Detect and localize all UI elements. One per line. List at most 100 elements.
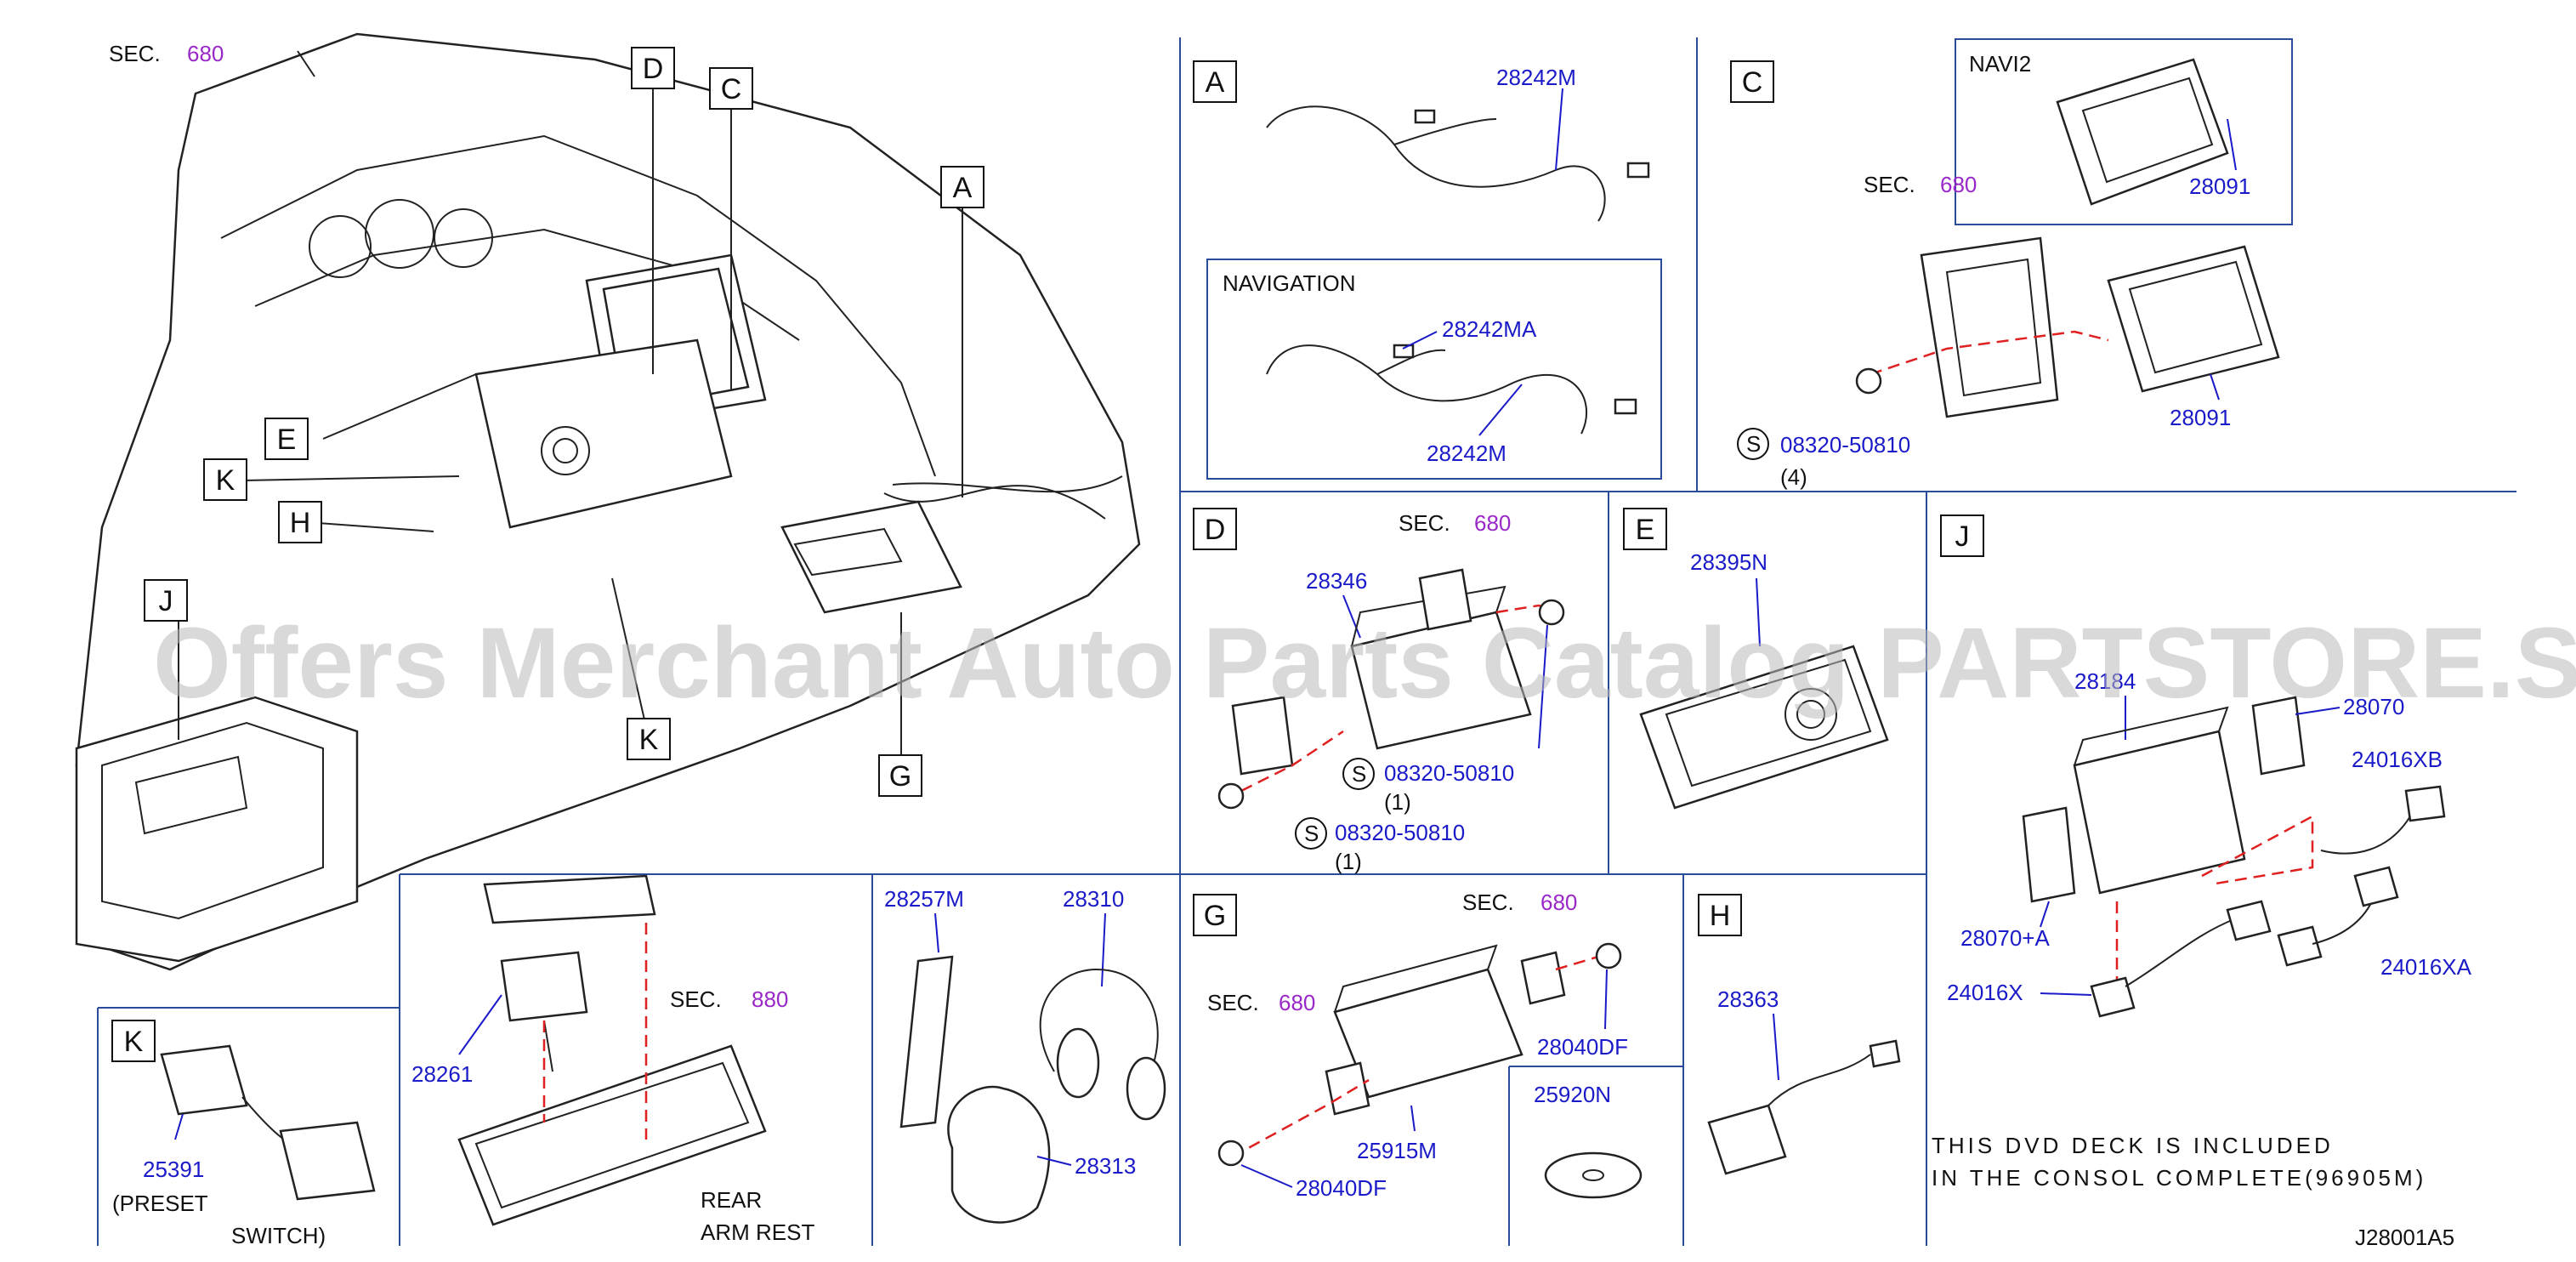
part-28346: 28346 [1306, 568, 1367, 594]
headphone-cup-right [1126, 1056, 1166, 1121]
preset-label-1: (PRESET [112, 1191, 208, 1216]
part-28040df-right: 28040DF [1537, 1034, 1628, 1060]
display-unit [2107, 245, 2280, 393]
part-28242m-nav: 28242M [1427, 441, 1506, 466]
dvd-deck [2073, 730, 2246, 895]
panel-d-sec-label: SEC. [1399, 510, 1450, 536]
panel-c-sec-label: SEC. [1864, 172, 1915, 197]
callout-d-box [631, 47, 675, 89]
s-symbol: S [1746, 431, 1761, 457]
panel-c-qty: (4) [1780, 464, 1807, 490]
side-bracket-right [1418, 568, 1472, 631]
part-28242m-top: 28242M [1496, 65, 1576, 90]
part-28184: 28184 [2074, 668, 2136, 694]
bracket-28070 [2251, 696, 2306, 776]
panel-h: H 28363 [1698, 894, 1901, 1175]
part-25391: 25391 [143, 1157, 204, 1182]
panel-separators [97, 37, 2516, 1246]
armrest-lid [483, 874, 656, 924]
part-24016x: 24016X [1947, 980, 2023, 1005]
panel-g-sec-label-1: SEC. [1462, 890, 1514, 915]
callout-d: D [643, 53, 664, 85]
diagram-code: J28001A5 [2355, 1225, 2454, 1250]
panel-d-s-symbol-2: S [1304, 821, 1319, 846]
panel-g-sec-number-1: 680 [1540, 890, 1577, 915]
display-bracket [1920, 236, 2059, 418]
part-28040df-left: 28040DF [1296, 1175, 1387, 1201]
screw-08320-50810-d2: 08320-50810 [1335, 820, 1465, 845]
part-24016xa: 24016XA [2380, 954, 2472, 980]
panel-c-letter: C [1742, 66, 1763, 99]
callout-j: J [159, 585, 173, 617]
dvd-note-line2: IN THE CONSOL COMPLETE(96905M) [1932, 1165, 2426, 1191]
overview-sec-label: SEC. [109, 41, 161, 66]
part-28070: 28070 [2343, 694, 2404, 719]
callout-e: E [277, 424, 297, 456]
panel-g-sec-number-2: 680 [1279, 990, 1315, 1015]
panel-e: E 28395N [1623, 508, 1889, 810]
s-symbol-circle [1737, 428, 1769, 460]
callout-c-box [709, 67, 753, 110]
part-28091: 28091 [2170, 405, 2231, 430]
panel-k: K 25391 (PRESET SWITCH) [111, 1020, 376, 1248]
part-28242ma: 28242MA [1442, 316, 1537, 342]
panel-a: A 28242M NAVIGATION 28242MA 28242M [1193, 60, 1662, 480]
armrest-sec-label: SEC. [670, 986, 722, 1012]
callout-k2-box [627, 718, 671, 760]
overview-sec-number: 680 [187, 41, 224, 66]
part-25915m: 25915M [1357, 1138, 1437, 1163]
panel-a-letter: A [1206, 66, 1225, 99]
headphone-cup-left [1056, 1027, 1100, 1099]
preset-switch [160, 1044, 248, 1116]
panel-g-letter: G [1204, 900, 1226, 932]
callout-k1: K [216, 464, 235, 497]
screw-icon [1855, 367, 1882, 395]
rear-arm-label-1: REAR [701, 1187, 762, 1213]
panel-d: D SEC. 680 28346 S 08320-50810 (1) S 083… [1193, 508, 1565, 874]
panel-disc: 25920N [1534, 1082, 1643, 1199]
rear-arm-label-2: ARM REST [701, 1219, 814, 1245]
panel-h-letter: H [1710, 900, 1731, 932]
callout-h: H [290, 507, 311, 539]
part-25920n: 25920N [1534, 1082, 1611, 1107]
switch-28261 [500, 951, 588, 1022]
part-28310: 28310 [1063, 886, 1124, 912]
armrest-sec-number: 880 [752, 986, 788, 1012]
watermark: Offers Merchant Auto Parts Catalog PARTS… [153, 607, 2576, 719]
armrest-body [457, 1044, 767, 1226]
part-28261: 28261 [411, 1061, 473, 1087]
panel-remote: 28257M 28310 28313 [884, 886, 1166, 1224]
navigation-subbox [1206, 259, 1662, 480]
part-28313: 28313 [1075, 1153, 1136, 1179]
callout-k1-box [203, 458, 247, 501]
callout-a: A [953, 172, 973, 204]
part-28257m: 28257M [884, 886, 964, 912]
panel-k-letter: K [124, 1026, 144, 1058]
overview-callouts: D C A E K H J K G [144, 47, 984, 797]
navi2-subbox [1955, 38, 2293, 225]
navigation-label: NAVIGATION [1223, 270, 1356, 296]
panel-e-letter: E [1636, 514, 1655, 546]
remote-control [899, 955, 954, 1128]
headphone-band [1039, 968, 1159, 1081]
callout-a-box [940, 166, 984, 208]
bracket-28070a [2022, 806, 2076, 903]
callout-h-box [278, 501, 322, 543]
module-28363 [1707, 1104, 1787, 1175]
panel-g-sec-label-2: SEC. [1207, 990, 1259, 1015]
control-panel [1639, 645, 1889, 810]
part-24016xb: 24016XB [2352, 747, 2443, 772]
panel-c: C NAVI2 28091 SEC. 680 28091 S 08320-508… [1730, 38, 2293, 490]
panel-d-s-symbol-1: S [1352, 761, 1366, 787]
panel-d-sec-number: 680 [1474, 510, 1511, 536]
dashboard-overview [75, 32, 1141, 971]
callout-e-box [264, 418, 309, 460]
panel-d-qty-2: (1) [1335, 849, 1362, 874]
panel-d-letter: D [1205, 514, 1226, 546]
disc-icon [1544, 1151, 1643, 1199]
storage-bag [947, 1085, 1051, 1224]
part-28395n: 28395N [1690, 549, 1767, 575]
navi2-label: NAVI2 [1969, 51, 2031, 77]
panel-g: G SEC. 680 SEC. 680 28040DF 25915M 28040… [1193, 890, 1628, 1201]
